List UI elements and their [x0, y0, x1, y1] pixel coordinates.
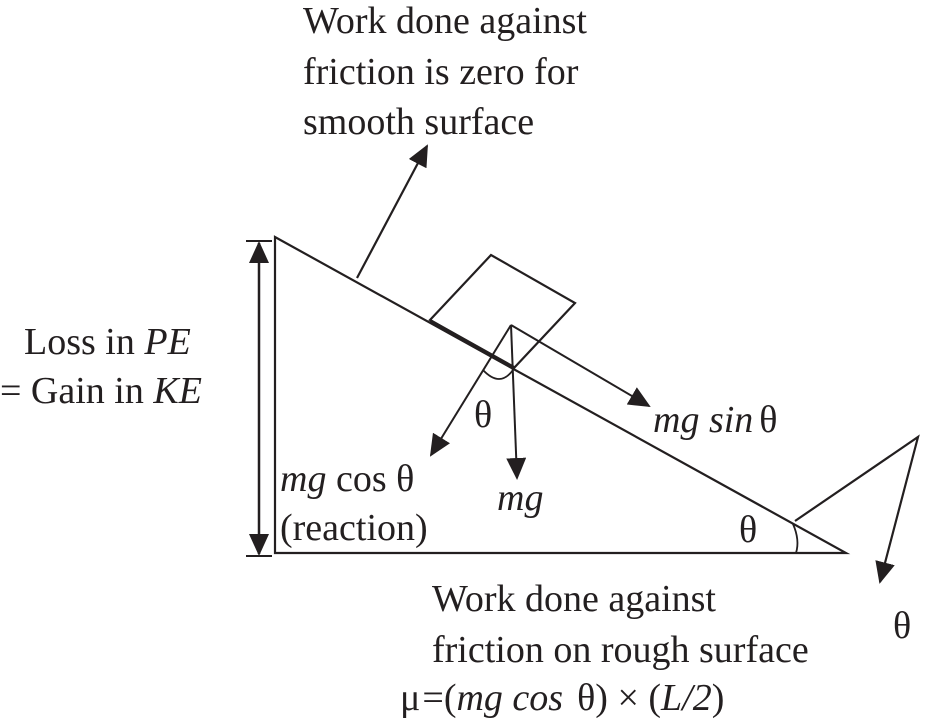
block-angle-arc: [482, 369, 514, 380]
block: [428, 253, 577, 370]
reaction-label: (reaction): [280, 507, 428, 549]
incline-angle-label: θ: [739, 509, 757, 551]
incline-triangle: [273, 235, 851, 555]
rough-callout-line-1: Work done against: [432, 578, 716, 620]
rough-callout-theta: θ: [893, 605, 911, 647]
smooth-callout-line-1: Work done against: [303, 0, 587, 42]
block-contact-edge: [429, 319, 515, 370]
mg-weight-arrow: [506, 324, 527, 480]
mg-weight-label: mg: [497, 477, 543, 519]
mg-cos-label: mg cos θ: [280, 458, 414, 500]
mg-cos-arrow: [429, 324, 512, 457]
gain-ke-label: = Gain in KE: [0, 370, 202, 412]
rough-callout-arrow: [794, 434, 920, 584]
block-angle-label: θ: [474, 394, 492, 436]
mg-sin-arrow: [510, 324, 651, 408]
smooth-callout-arrow: [356, 144, 428, 279]
rough-callout-line-2: friction on rough surface: [432, 629, 809, 671]
smooth-callout-line-2: friction is zero for: [303, 51, 579, 93]
incline-angle-arc: [792, 523, 799, 554]
smooth-callout-line-3: smooth surface: [303, 101, 534, 143]
loss-pe-label: Loss in PE: [24, 321, 191, 363]
